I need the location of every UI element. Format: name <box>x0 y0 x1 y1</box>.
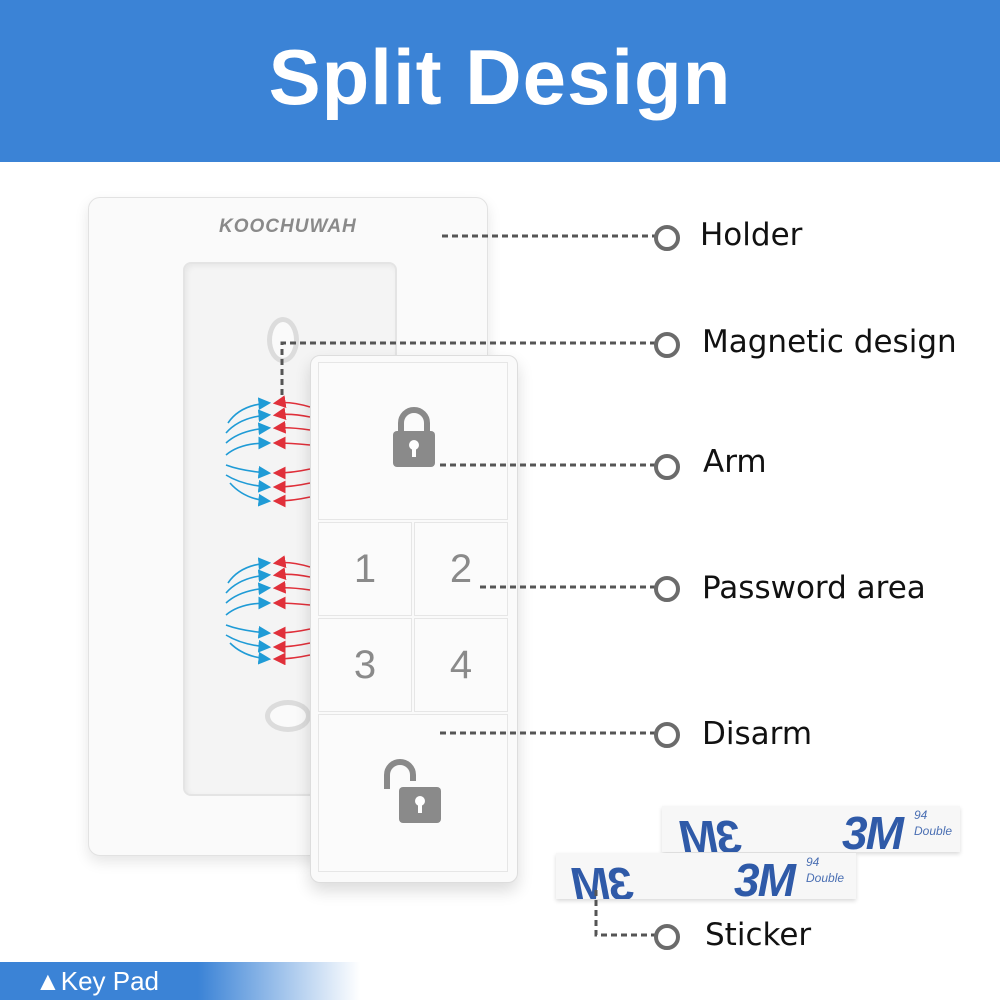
sticker-code: 94 <box>806 855 820 869</box>
unlocked-padlock-icon <box>384 759 441 823</box>
header-banner <box>0 0 1000 162</box>
adhesive-sticker-bottom: 3M 3M 94 Double <box>556 853 856 899</box>
disarm-button[interactable] <box>318 714 508 872</box>
sticker-callout-dot <box>654 924 680 950</box>
holder-callout-dot <box>654 225 680 251</box>
key-3-label: 3 <box>353 642 377 687</box>
sticker-brand-logo: 3M <box>842 807 904 852</box>
brand-logo: KOOCHUWAH <box>219 216 357 237</box>
locked-padlock-icon <box>393 407 435 467</box>
page-title: Split Design <box>268 33 732 121</box>
footer-keypad-label: ▲Key Pad <box>35 966 160 996</box>
mount-slot-bottom <box>265 700 311 732</box>
key-4-label: 4 <box>449 642 473 687</box>
disarm-label: Disarm <box>702 716 813 752</box>
sticker-text: Double <box>914 824 953 838</box>
adhesive-sticker-top: 3M 3M 94 Double <box>662 806 960 852</box>
sticker-brand-logo: 3M <box>734 854 796 899</box>
arm-callout-dot <box>654 454 680 480</box>
sticker-text: Double <box>806 871 845 885</box>
key-2-button[interactable]: 2 <box>414 522 508 616</box>
password-area-label: Password area <box>702 570 926 606</box>
magnetic-callout-dot <box>654 332 680 358</box>
arm-label: Arm <box>703 444 767 480</box>
footer-tag <box>0 962 360 1000</box>
holder-label: Holder <box>700 217 803 253</box>
key-1-label: 1 <box>353 546 377 591</box>
magnetic-design-label: Magnetic design <box>702 324 957 360</box>
key-4-button[interactable]: 4 <box>414 618 508 712</box>
magnetic-field-icon <box>225 395 311 665</box>
key-2-label: 2 <box>449 546 473 591</box>
disarm-callout-dot <box>654 722 680 748</box>
sticker-code: 94 <box>914 808 928 822</box>
sticker-label: Sticker <box>705 917 812 953</box>
password-callout-dot <box>654 576 680 602</box>
keypad[interactable]: 1 2 3 4 <box>310 355 518 883</box>
key-3-button[interactable]: 3 <box>318 618 412 712</box>
arm-button[interactable] <box>318 362 508 520</box>
key-1-button[interactable]: 1 <box>318 522 412 616</box>
